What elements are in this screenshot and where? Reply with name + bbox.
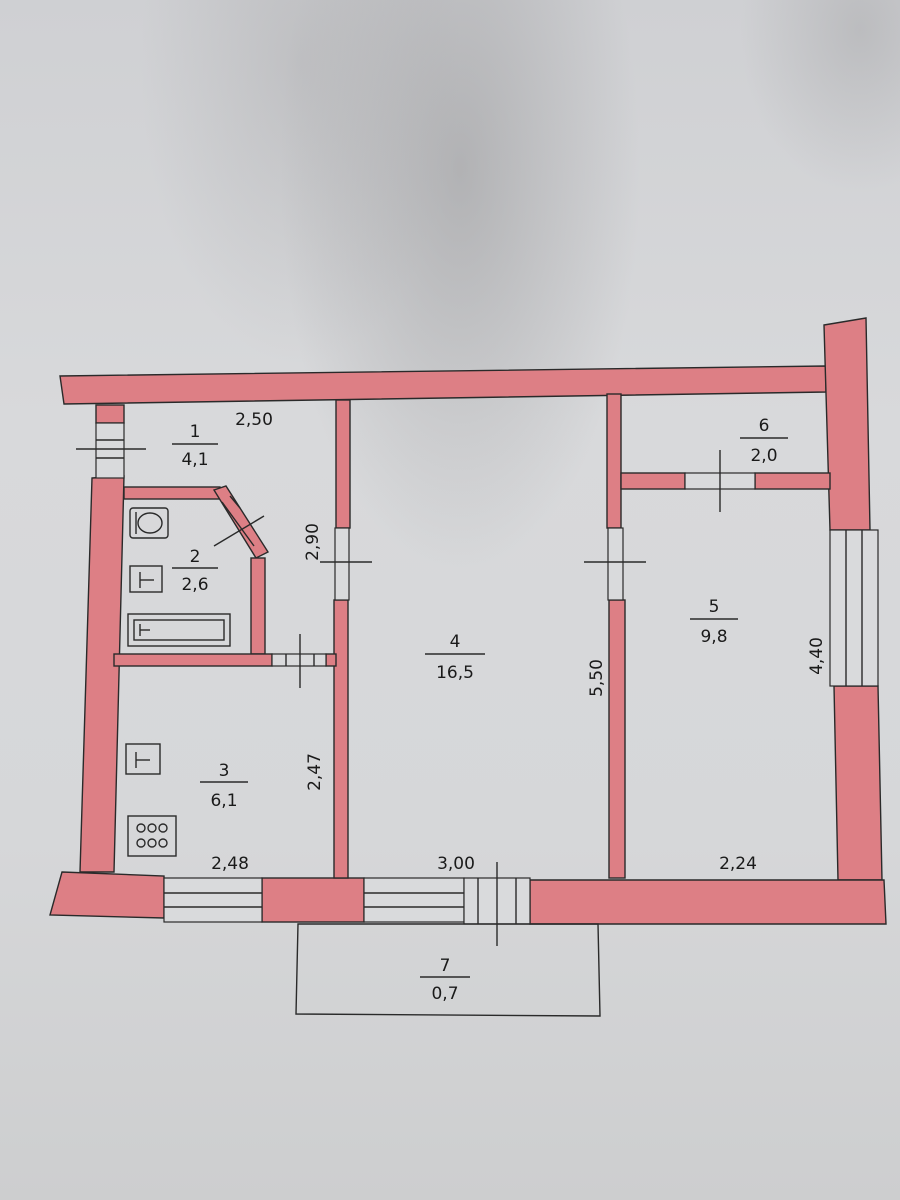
room-label-2: 2 2,6 — [172, 547, 218, 595]
room-area: 0,7 — [431, 984, 458, 1004]
dimension-5-50: 5,50 — [587, 659, 607, 697]
doors — [213, 450, 756, 688]
room-number: 3 — [219, 761, 230, 781]
dimension-2-90: 2,90 — [303, 523, 323, 561]
wall-corridor-room4-upper — [335, 399, 351, 529]
wall-room4-room5-upper — [606, 393, 622, 529]
stove-icon — [127, 815, 177, 857]
wall-bottom-left — [49, 871, 165, 919]
room-number: 7 — [440, 956, 451, 976]
room-area: 2,0 — [750, 446, 777, 466]
room-label-4: 4 16,5 — [425, 632, 485, 683]
wall-room6-right — [754, 472, 831, 490]
door-kitchen — [271, 634, 327, 688]
wall-left-upper — [95, 404, 125, 424]
room-number: 5 — [709, 597, 720, 617]
wall-right-lower — [833, 685, 883, 881]
window-right — [829, 529, 879, 687]
dimension-4-40: 4,40 — [807, 637, 827, 675]
room-number: 4 — [450, 632, 461, 652]
bathroom-sink-icon — [129, 565, 163, 593]
windows — [76, 422, 879, 946]
room-number: 2 — [190, 547, 201, 567]
room-label-3: 3 6,1 — [200, 761, 248, 811]
wall-top — [59, 365, 827, 405]
wall-bottom-mid — [261, 877, 365, 923]
wall-corridor-room4-lower — [333, 599, 349, 879]
dimension-2-50: 2,50 — [235, 410, 273, 430]
room-labels: 1 4,1 2 2,6 3 6,1 4 16,5 5 9,8 — [172, 416, 788, 1004]
dimension-2-48: 2,48 — [211, 854, 249, 874]
room-area: 4,1 — [181, 450, 208, 470]
toilet-icon — [129, 507, 169, 539]
door-corridor-room4 — [320, 527, 372, 601]
room-label-7: 7 0,7 — [420, 956, 470, 1004]
room-number: 1 — [190, 422, 201, 442]
bathtub-icon — [127, 613, 231, 647]
interior-walls — [113, 393, 831, 879]
dimension-2-47: 2,47 — [305, 753, 325, 791]
kitchen-sink-icon — [125, 743, 161, 775]
wall-bath-kitchen-right — [325, 653, 337, 667]
room-area: 9,8 — [700, 627, 727, 647]
room-label-5: 5 9,8 — [690, 597, 738, 647]
balcony-outline — [295, 923, 601, 1017]
wall-bath-right — [250, 557, 266, 655]
wall-room6-left — [620, 472, 686, 490]
room-area: 6,1 — [210, 791, 237, 811]
door-bathroom — [213, 495, 265, 547]
dimension-labels: 2,50 2,90 2,47 2,48 3,00 5,50 2,24 4,40 — [211, 410, 827, 874]
dimension-2-24: 2,24 — [719, 854, 757, 874]
wall-left — [79, 475, 125, 873]
balcony-door — [463, 862, 531, 946]
window-bottom-mid — [363, 877, 465, 923]
wall-bath-slant — [212, 485, 270, 559]
room-label-1: 1 4,1 — [172, 422, 218, 470]
dimension-3-00: 3,00 — [437, 854, 475, 874]
room-area: 2,6 — [181, 575, 208, 595]
door-room4-room5 — [584, 527, 646, 601]
window-left-top — [76, 422, 146, 479]
wall-bath-kitchen — [113, 653, 273, 667]
wall-bath-top — [123, 486, 221, 500]
wall-bottom-right — [529, 879, 887, 925]
room-area: 16,5 — [436, 663, 474, 683]
window-bottom-left — [163, 877, 263, 923]
room-number: 6 — [759, 416, 770, 436]
door-room6 — [684, 450, 756, 512]
wall-right-upper — [823, 317, 871, 531]
fixtures — [125, 507, 231, 857]
wall-room4-room5-lower — [608, 599, 626, 879]
room-label-6: 6 2,0 — [740, 416, 788, 466]
